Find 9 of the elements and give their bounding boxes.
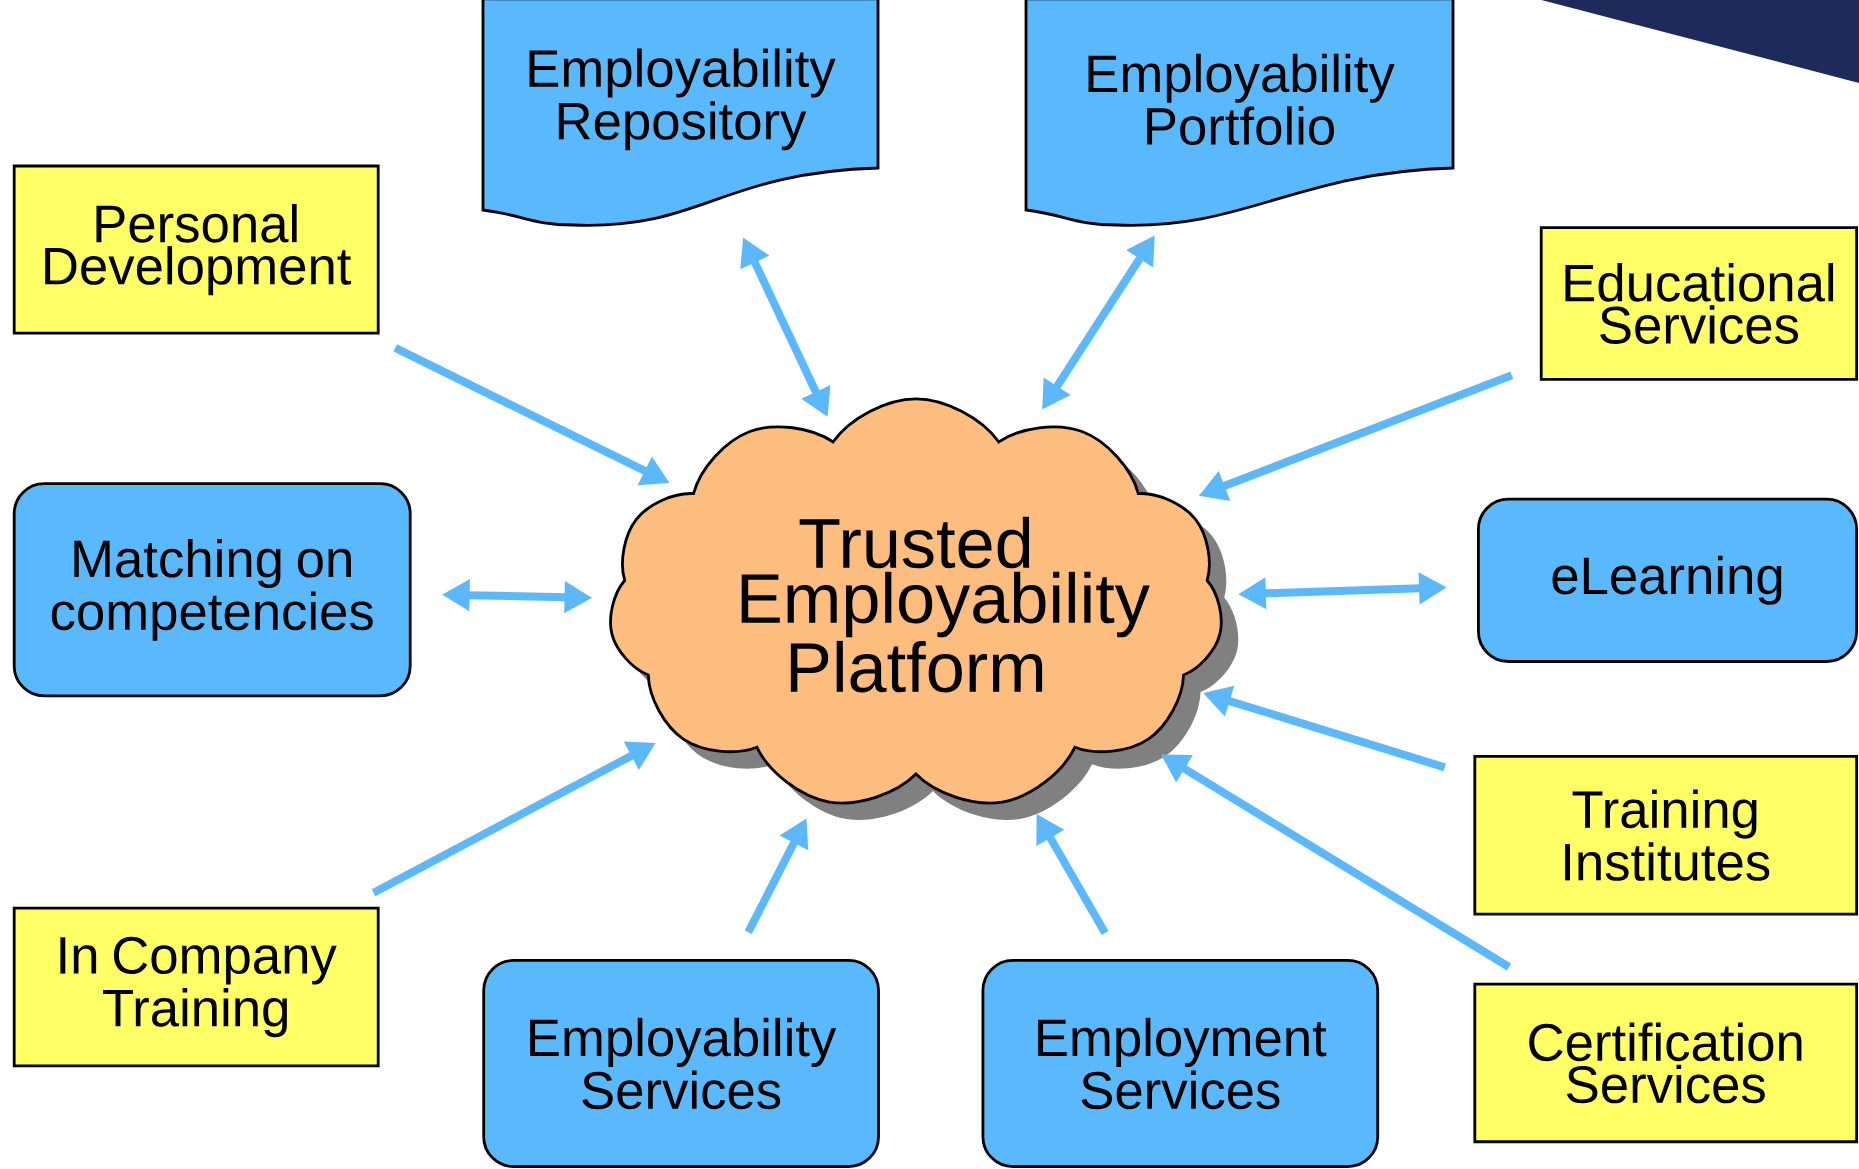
text-box: In Company Training <box>12 906 380 1068</box>
rounded-box: Employability Services <box>482 958 880 1169</box>
rounded-box: Matching on competencies <box>12 482 412 698</box>
text-box: Personal Development <box>12 164 380 335</box>
rounded-box: Employment Services <box>981 958 1380 1169</box>
text-box: Training Institutes <box>1473 754 1859 916</box>
text-box: Educational Services <box>1539 226 1859 381</box>
text-box: Certification Services <box>1473 982 1859 1144</box>
rounded-box: eLearning <box>1477 497 1859 663</box>
